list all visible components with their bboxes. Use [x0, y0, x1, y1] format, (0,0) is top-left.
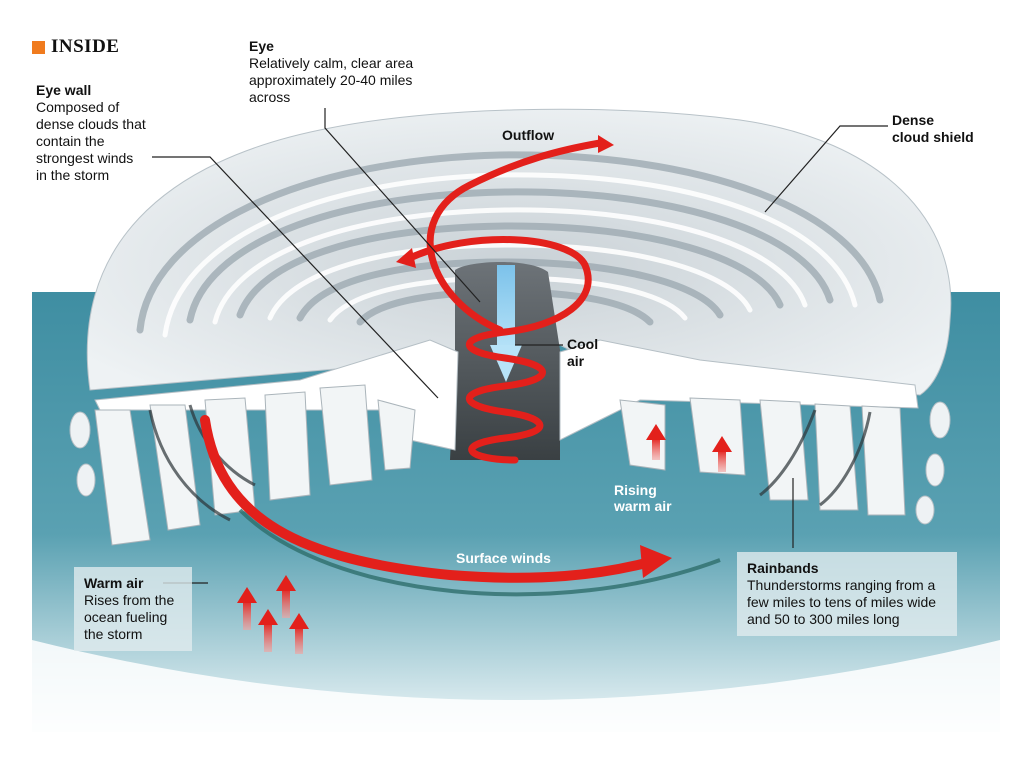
dense-cloud-line: cloud shield: [892, 129, 974, 145]
eyewall-desc-line: in the storm: [36, 167, 110, 183]
edge-cloud-puffs: [69, 401, 951, 525]
dense-cloud-label: Dense cloud shield: [892, 112, 974, 146]
rising-warm-air-line: warm air: [614, 498, 672, 514]
cool-air-line: air: [567, 353, 585, 369]
leader-lines: [152, 108, 888, 584]
cloud-shield: [86, 108, 952, 396]
inner-wind-curve: [238, 508, 721, 597]
rising-warm-air-line: Rising: [614, 482, 657, 498]
warm-air-desc-line: Rises from the: [84, 592, 175, 608]
warm-air-box: Warm air Rises from the ocean fueling th…: [74, 567, 192, 651]
outflow-arrow-head: [598, 135, 614, 153]
surface-winds-arrow-head: [640, 545, 672, 578]
eyewall-desc-line: strongest winds: [36, 150, 134, 166]
cool-air-line: Cool: [567, 336, 599, 352]
rainbands-desc-line: and 50 to 300 miles long: [747, 611, 900, 627]
rainband-columns-left: [94, 384, 416, 546]
header-marker-icon: [32, 40, 45, 54]
rainbands-desc-line: few miles to tens of miles wide: [747, 594, 937, 610]
outflow-left-arrow-head: [396, 248, 416, 268]
eyewall-title: Eye wall: [36, 82, 92, 98]
rainbands-title: Rainbands: [747, 560, 819, 576]
eye-title: Eye: [249, 38, 274, 54]
rainbands-desc-line: Thunderstorms ranging from a: [747, 577, 936, 593]
dense-cloud-line: Dense: [892, 112, 935, 128]
eye-label: Eye Relatively calm, clear area approxim…: [249, 38, 413, 106]
eyewall-desc-line: dense clouds that: [36, 116, 146, 132]
eye-desc-line: approximately 20-40 miles: [249, 72, 413, 88]
eyewall-label: Eye wall Composed of dense clouds that c…: [36, 82, 146, 184]
eye-desc-line: Relatively calm, clear area: [249, 55, 414, 71]
rising-warm-air-arrows: [646, 424, 732, 472]
cloud-shelf-right: [559, 339, 919, 441]
eye-desc-line: across: [249, 89, 291, 105]
warm-air-desc-line: the storm: [84, 626, 143, 642]
surface-winds-label: Surface winds: [456, 550, 551, 566]
outflow-label: Outflow: [502, 127, 555, 143]
rainbands-box: Rainbands Thunderstorms ranging from a f…: [737, 552, 957, 636]
eyewall-desc-line: Composed of: [36, 99, 120, 115]
rising-warm-air-label: Rising warm air: [614, 482, 672, 514]
eyewall-desc-line: contain the: [36, 133, 105, 149]
warm-air-desc-line: ocean fueling: [84, 609, 168, 625]
header: INSIDE: [32, 36, 119, 58]
spiral-updraft: [406, 139, 604, 464]
page-title: INSIDE: [51, 36, 120, 57]
warm-air-title: Warm air: [84, 575, 144, 591]
surface-winds-arrow: [200, 415, 655, 583]
ocean-fade: [32, 640, 1000, 768]
warm-air-arrows: [237, 575, 309, 654]
cool-air-label: Cool air: [567, 336, 598, 370]
